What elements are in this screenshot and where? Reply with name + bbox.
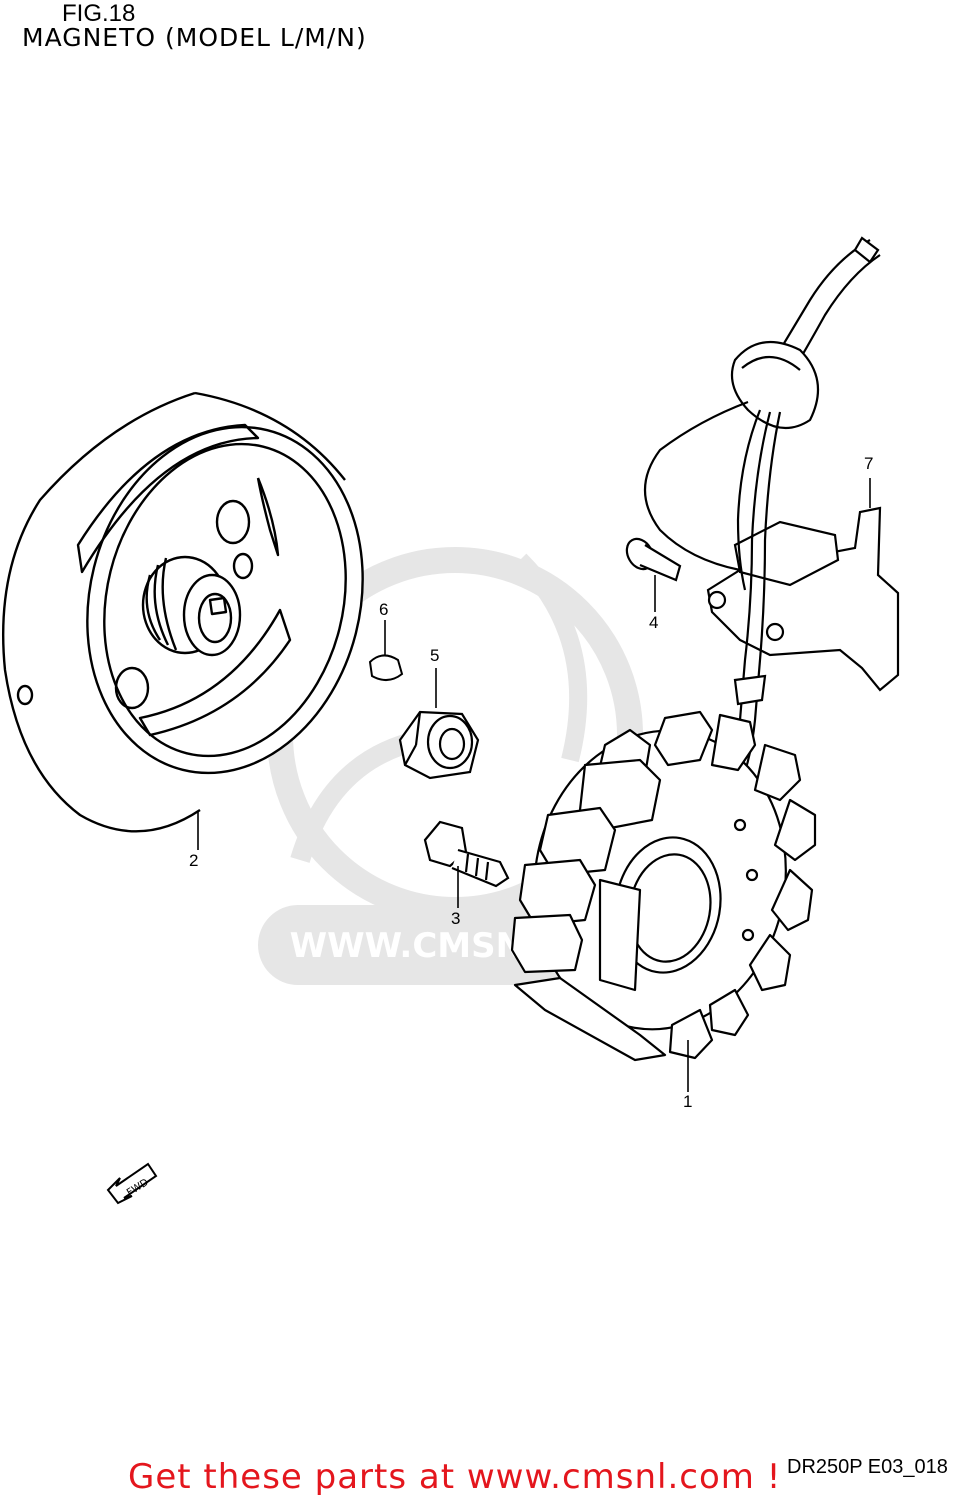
callout-part-5: 5 [430, 646, 440, 665]
stator-part-drawing [510, 710, 817, 1062]
rotor-part-drawing [2, 391, 364, 833]
catalog-code: DR250P E03_018 [787, 1456, 948, 1478]
key-part-drawing [368, 654, 404, 681]
callout-part-3: 3 [451, 909, 461, 928]
nut-part-drawing [398, 710, 480, 780]
wiring-harness-drawing [643, 236, 881, 811]
callout-part-6: 6 [379, 600, 389, 619]
bolt-part-drawing [423, 820, 510, 888]
callout-leader-lines [197, 478, 871, 1092]
fwd-arrow-icon: FWD [106, 1162, 158, 1205]
clamp-part-drawing [706, 506, 900, 692]
callout-part-1: 1 [683, 1092, 693, 1111]
promo-link[interactable]: Get these parts at www.cmsnl.com ! [128, 1457, 782, 1497]
figure-number: FIG.18 [62, 0, 136, 27]
figure-title: MAGNETO (MODEL L/M/N) [22, 23, 367, 52]
screw-part-drawing [625, 537, 682, 582]
callout-part-2: 2 [189, 851, 199, 870]
callout-part-4: 4 [649, 613, 659, 632]
callout-part-7: 7 [864, 454, 874, 473]
